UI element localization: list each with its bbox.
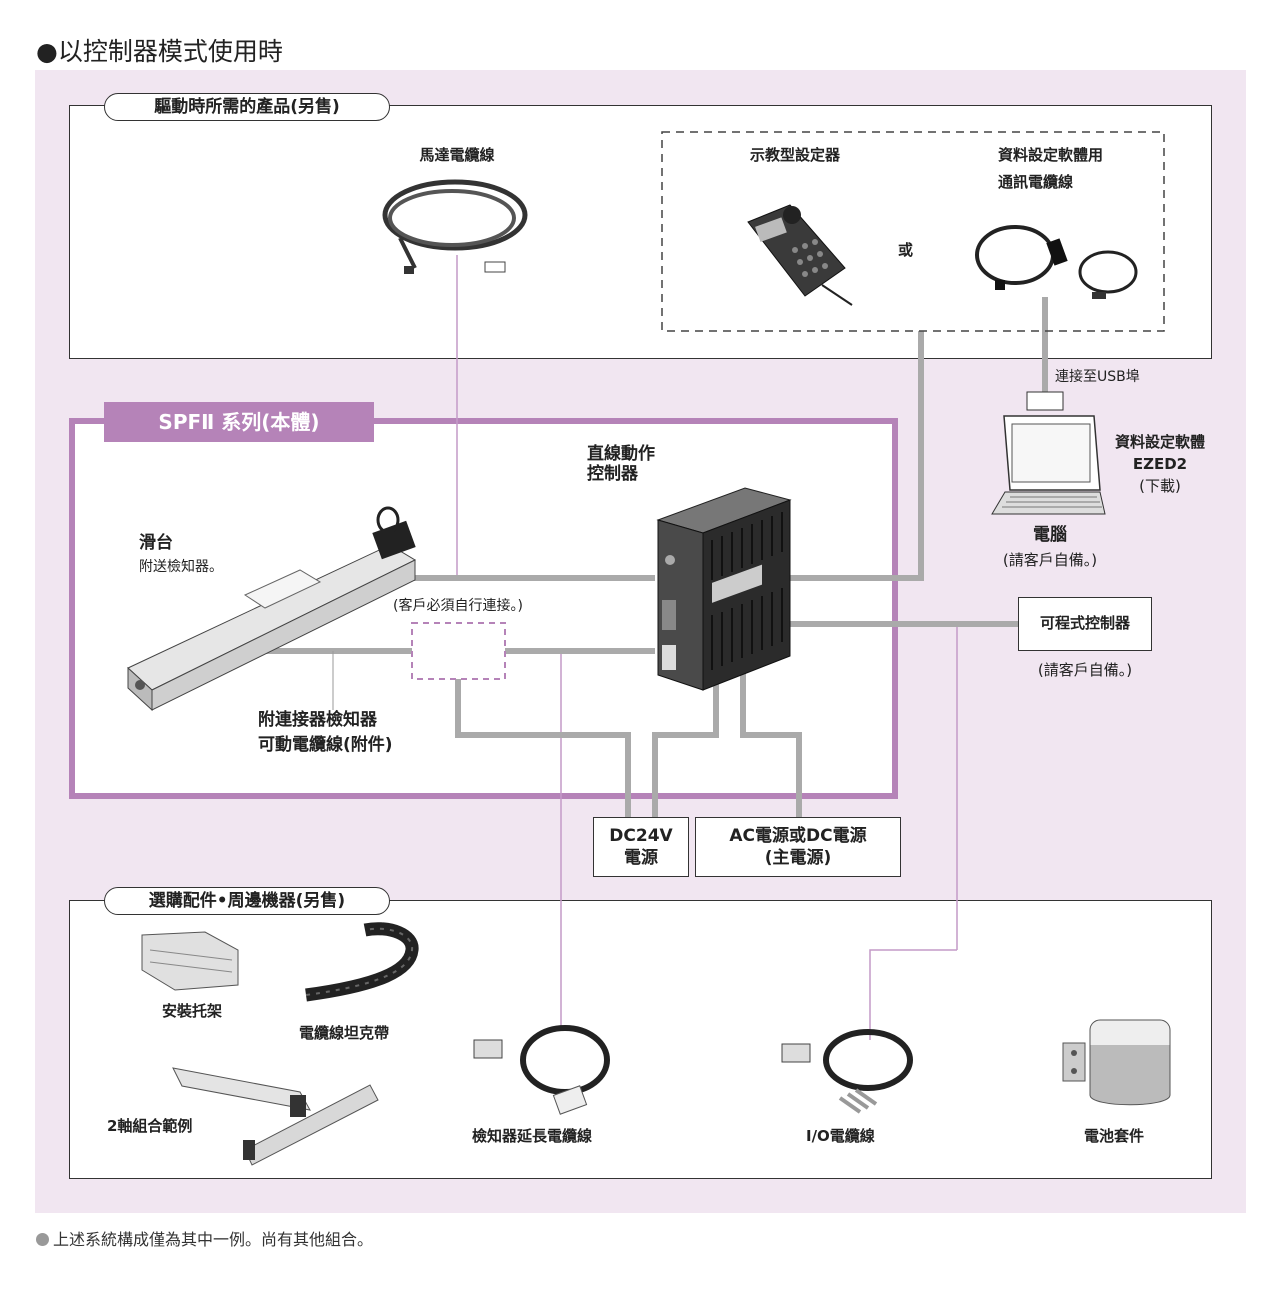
footnote-text: 上述系統構成僅為其中一例。尚有其他組合。: [53, 1230, 374, 1249]
two-axis-example-image: [172, 1067, 379, 1166]
software-label-line2: EZED2: [1132, 455, 1188, 473]
cable-carrier-image: [305, 922, 419, 1002]
sensor-ext-cable-label: 檢知器延長電纜線: [472, 1127, 593, 1145]
plc-note: (請客戶自備。): [1037, 661, 1133, 679]
dc24v-label-line1: DC24V: [609, 826, 673, 846]
plc-label: 可程式控制器: [1039, 614, 1130, 632]
software-cable-label-line2: 通訊電纜線: [998, 173, 1074, 191]
main-power-box: [695, 817, 901, 877]
drive-products-box: [69, 105, 1212, 359]
sensor-cable-label-line2: 可動電纜線(附件): [258, 735, 393, 755]
options-box: [69, 900, 1212, 1179]
cable-carrier-label: 電纜線坦克帶: [299, 1024, 390, 1042]
dc24v-label-line2: 電源: [624, 848, 658, 868]
controller-image: [656, 487, 792, 691]
usb-port-note: 連接至USB埠: [1055, 369, 1140, 385]
dc24v-power-box: [593, 817, 689, 877]
customer-connection-dashed-box: [411, 622, 506, 680]
customer-connect-note: (客戶必須自行連接。): [393, 598, 523, 614]
software-cable-image: [975, 225, 1138, 299]
software-cable-label-line1: 資料設定軟體用: [998, 146, 1104, 164]
options-heading: 選購配件•周邊機器(另售): [104, 887, 390, 915]
ac-line: [740, 673, 802, 820]
main-power-label-line2: (主電源): [764, 848, 832, 868]
pendant-line: [790, 331, 924, 581]
battery-kit-image: [1062, 1019, 1171, 1106]
pc-note: (請客戶自備。): [1002, 551, 1098, 569]
mounting-bracket-image: [141, 931, 239, 991]
motor-cable-image: [382, 179, 528, 274]
bracket-label: 安裝托架: [162, 1002, 223, 1020]
footnote: 上述系統構成僅為其中一例。尚有其他組合。: [36, 1226, 373, 1250]
sensor-extension-cable-image: [473, 1025, 610, 1115]
teaching-pendant-label: 示教型設定器: [749, 146, 840, 164]
bullet-icon: [36, 1233, 49, 1246]
slide-actuator-image: [127, 506, 417, 712]
io-cable-image: [781, 1029, 913, 1114]
plc-box: [1018, 597, 1152, 651]
pc-label: 電腦: [1033, 525, 1067, 545]
io-line-bend: [869, 949, 957, 1040]
motor-cable-label: 馬達電纜線: [419, 146, 495, 164]
controller-label-line1: 直線動作: [587, 444, 655, 464]
dc-line-1: [455, 651, 631, 820]
battery-kit-label: 電池套件: [1084, 1127, 1145, 1145]
controller-label-line2: 控制器: [587, 464, 638, 484]
page-title: ●以控制器模式使用時: [36, 37, 283, 66]
drive-products-heading: 驅動時所需的產品(另售): [104, 93, 390, 121]
slide-note: 附送檢知器。: [139, 559, 223, 575]
slide-label: 滑台: [139, 533, 173, 553]
teaching-pendant-image: [747, 204, 853, 306]
or-label: 或: [898, 241, 914, 259]
io-cable-label: I/O電纜線: [806, 1127, 875, 1145]
sensor-cable-label-line1: 附連接器檢知器: [258, 710, 377, 730]
dc-line-2: [652, 673, 719, 820]
software-label-line3: (下載): [1139, 477, 1181, 495]
laptop-image: [991, 391, 1106, 515]
software-label-line1: 資料設定軟體: [1114, 433, 1205, 451]
main-power-label-line1: AC電源或DC電源: [729, 826, 867, 846]
series-heading: SPFⅡ 系列(本體): [104, 402, 374, 442]
two-axis-label: 2軸組合範例: [107, 1117, 193, 1135]
optional-accessory-dashed-box: [661, 131, 1165, 332]
